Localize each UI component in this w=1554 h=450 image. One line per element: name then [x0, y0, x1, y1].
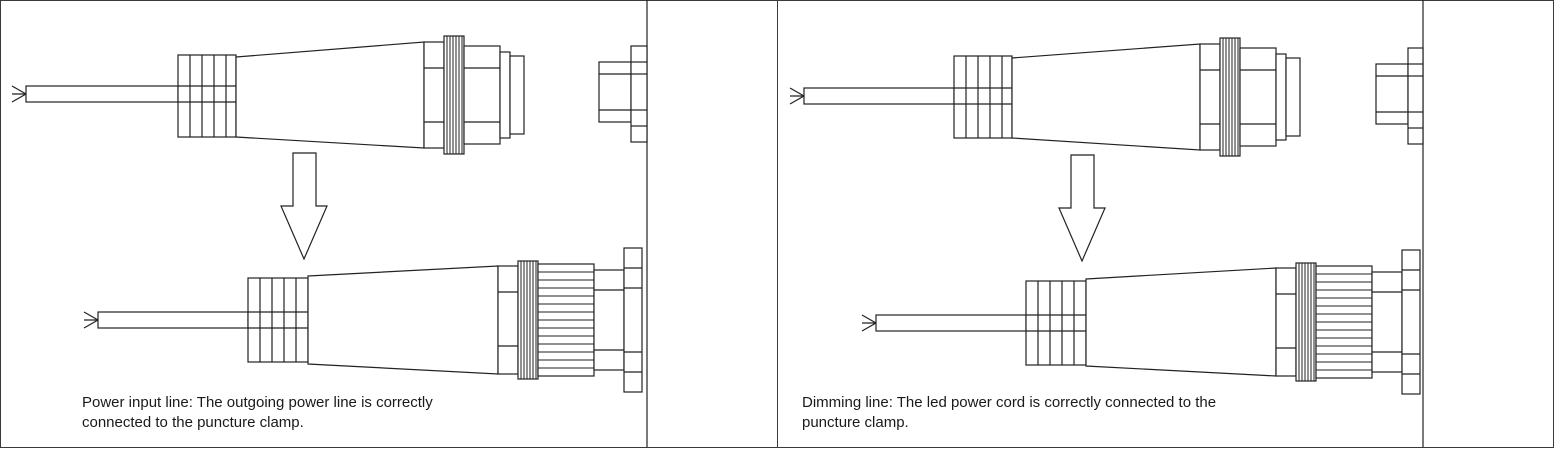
connector-bottom-left [83, 247, 643, 393]
wire-end-icon [861, 314, 878, 332]
caption-line: Dimming line: The led power cord is corr… [802, 394, 1217, 411]
wall-socket-right [1375, 47, 1424, 145]
connector-top-right [789, 37, 1301, 157]
caption-line: Power input line: The outgoing power lin… [82, 394, 433, 411]
cable [25, 85, 179, 103]
right-diagram [789, 0, 1424, 447]
wire-end-icon [11, 85, 28, 103]
down-arrow-icon [280, 152, 328, 261]
caption-line: connected to the puncture clamp. [82, 414, 304, 431]
grip-body [177, 54, 237, 138]
connector-bottom-right [861, 249, 1421, 395]
connector-top-left [11, 35, 525, 155]
wall-socket-left [598, 45, 648, 143]
caption-line: puncture clamp. [802, 414, 909, 431]
down-arrow-icon [1058, 154, 1106, 263]
caption-dimming: Dimming line: The led power cord is corr… [802, 393, 1282, 433]
wire-end-icon [83, 311, 100, 329]
cone-body [235, 41, 425, 149]
left-diagram [11, 0, 648, 447]
wire-end-icon [789, 87, 806, 105]
caption-power-input: Power input line: The outgoing power lin… [82, 393, 512, 433]
